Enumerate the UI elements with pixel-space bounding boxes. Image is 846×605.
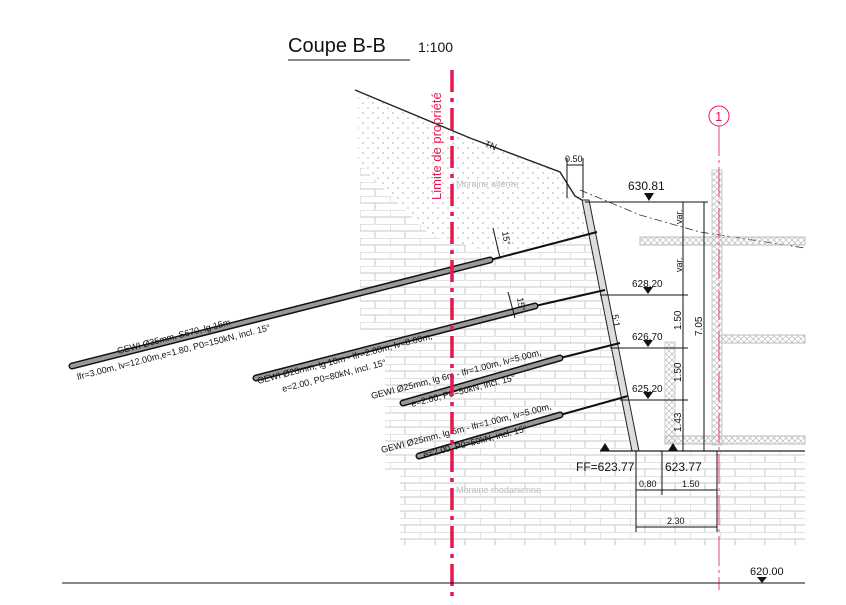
level-lines xyxy=(566,158,718,532)
soil-label-top: Moraine altérée xyxy=(456,179,519,189)
anchor-3 xyxy=(399,342,621,407)
brick-soil-region xyxy=(360,150,805,545)
dim-var-2: var. xyxy=(674,257,684,272)
level-triangles xyxy=(600,193,767,583)
property-line-label: Limite de propriété xyxy=(429,92,444,200)
altered-moraine-region xyxy=(358,92,597,255)
anchor-2 xyxy=(252,289,606,382)
anchor-4 xyxy=(415,395,629,460)
section-title: Coupe B-B xyxy=(288,35,386,57)
axis-label: 1 xyxy=(715,109,722,124)
level-626: 626.70 xyxy=(632,332,663,343)
dim-0-80: 0.80 xyxy=(639,479,657,489)
terrain-line xyxy=(354,89,583,201)
level-625: 625.20 xyxy=(632,384,663,395)
anchor-1-angle: 15° xyxy=(500,231,512,247)
anchor-1 xyxy=(68,231,598,370)
soil-label-bottom: Moraine rhodanienne xyxy=(456,485,541,495)
angle-mark-1 xyxy=(492,227,501,259)
dim-var-1: var. xyxy=(674,209,684,224)
level-ref: 620.00 xyxy=(750,566,784,578)
angle-mark-2 xyxy=(507,291,516,319)
dim-2-30: 2.30 xyxy=(667,516,685,526)
level-ff: FF=623.77 xyxy=(576,460,635,474)
dim-1-43: 1.43 xyxy=(673,412,684,432)
level-628: 628.20 xyxy=(632,279,663,290)
level-ff-right: 623.77 xyxy=(665,460,702,474)
level-top: 630.81 xyxy=(628,179,665,193)
dim-batter: 5:1 xyxy=(610,314,622,328)
section-scale: 1:100 xyxy=(418,39,453,55)
dim-1-50-c: 1.50 xyxy=(682,479,700,489)
dim-total: 7.05 xyxy=(694,316,705,336)
existing-building xyxy=(639,169,806,446)
dim-crest: 0.50 xyxy=(565,154,583,164)
dim-1-50-a: 1.50 xyxy=(673,310,684,330)
dim-1-50-b: 1.50 xyxy=(673,362,684,382)
anchor-2-angle: 15° xyxy=(515,297,527,313)
terrain-label: TN xyxy=(483,139,498,153)
